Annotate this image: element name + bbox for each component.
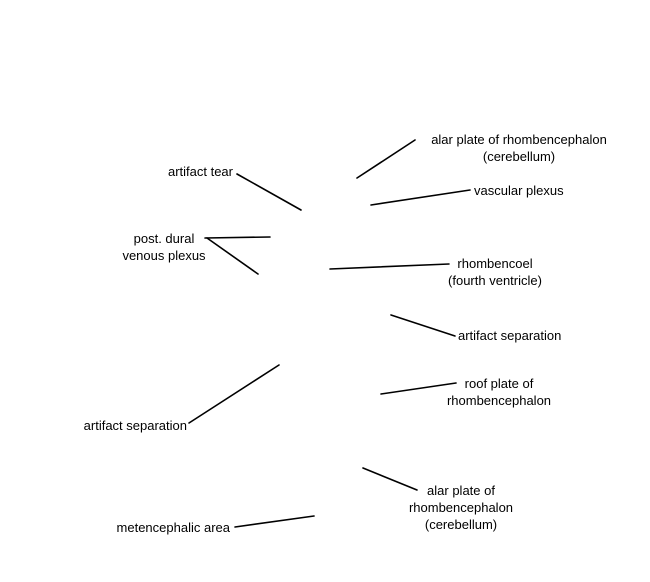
label-line: venous plexus <box>122 248 206 263</box>
label-metencephalic-area: metencephalic area <box>60 519 230 536</box>
leader-line-roof-plate <box>380 382 457 395</box>
label-line: artifact separation <box>458 328 562 343</box>
label-artifact-separation-right: artifact separation <box>458 327 618 344</box>
label-line: (fourth ventricle) <box>448 273 542 288</box>
label-line: rhombencephalon <box>446 393 552 408</box>
leader-line-artifact-separation-left <box>188 364 280 424</box>
label-rhombencoel: rhombencoel (fourth ventricle) <box>425 255 565 289</box>
leader-line-rhombencoel <box>329 263 450 270</box>
label-vascular-plexus: vascular plexus <box>474 182 624 199</box>
leader-line-post-dural-upper <box>204 236 271 239</box>
label-post-dural-venous-plexus: post. dural venous plexus <box>104 230 224 264</box>
label-line: (cerebellum) <box>424 517 498 532</box>
label-alar-plate-rhombencephalon-bottom: alar plate of rhombencephalon (cerebellu… <box>386 482 536 533</box>
label-alar-plate-rhombencephalon-top: alar plate of rhombencephalon (cerebellu… <box>404 131 634 165</box>
label-line: post. dural <box>133 231 195 246</box>
leader-line-artifact-separation-right <box>390 314 456 337</box>
label-artifact-tear: artifact tear <box>133 163 233 180</box>
label-line: rhombencephalon <box>408 500 514 515</box>
label-line: artifact tear <box>167 164 233 179</box>
label-line: vascular plexus <box>474 183 564 198</box>
leader-line-artifact-tear <box>236 173 302 211</box>
leader-line-vascular-plexus <box>370 189 471 206</box>
label-artifact-separation-left: artifact separation <box>30 417 187 434</box>
label-line: alar plate of <box>427 483 495 498</box>
label-line: (cerebellum) <box>482 149 556 164</box>
leader-line-alar-plate-bottom <box>362 467 418 491</box>
leader-line-metencephalic-area <box>234 515 315 528</box>
label-line: alar plate of rhombencephalon <box>431 132 607 147</box>
label-line: metencephalic area <box>116 520 230 535</box>
leader-line-post-dural-lower <box>206 237 259 275</box>
label-line: artifact separation <box>83 418 187 433</box>
label-line: rhombencoel <box>457 256 533 271</box>
leader-line-alar-plate-top <box>356 139 416 179</box>
label-roof-plate-rhombencephalon: roof plate of rhombencephalon <box>424 375 574 409</box>
label-line: roof plate of <box>464 376 534 391</box>
